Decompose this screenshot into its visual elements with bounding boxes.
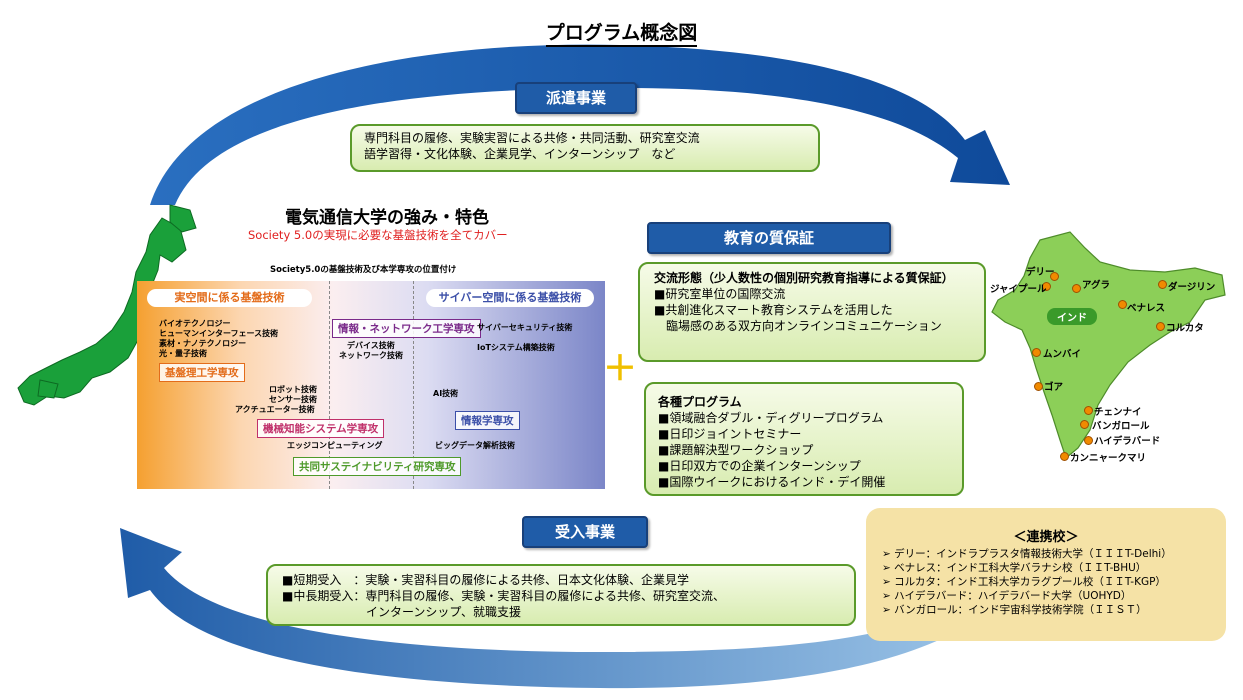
- positioning-chart: 実空間に係る基盤技術 サイバー空間に係る基盤技術 バイオテクノロジー ヒューマン…: [137, 281, 605, 489]
- acceptance-line: ■中長期受入：専門科目の履修、実験・実習科目の履修による共修、研究室交流、: [282, 589, 725, 603]
- chennai-marker: [1084, 406, 1093, 415]
- quality-label: 教育の質保証: [647, 222, 891, 254]
- partner-item: ➢ コルカタ：インド工科大学カラグプール校（ＩＩT-KGP）: [882, 576, 1166, 588]
- dispatch-box: 専門科目の履修、実験実習による共修・共同活動、研究室交流 語学習得・文化体験、企…: [350, 124, 820, 172]
- city-kolkata: コルカタ: [1166, 323, 1204, 334]
- dispatch-line: 語学習得・文化体験、企業見学、インターンシップ など: [364, 147, 676, 161]
- darjeeling-marker: [1158, 280, 1167, 289]
- tech-sensor: センサー技術: [269, 395, 317, 404]
- plus-icon: ＋: [603, 349, 637, 389]
- dispatch-line: 専門科目の履修、実験実習による共修・共同活動、研究室交流: [364, 131, 700, 145]
- tech-actuator: アクチュエーター技術: [235, 405, 315, 414]
- bangalore-marker: [1080, 420, 1089, 429]
- exchange-title: 交流形態（少人数性の個別研究教育指導による質保証）: [654, 271, 954, 285]
- major-mechanical: 機械知能システム学専攻: [257, 419, 385, 438]
- exchange-line: ■研究室単位の国際交流: [654, 287, 786, 301]
- bullet-icon: ➢: [882, 604, 891, 616]
- city-darjeeling: ダージリン: [1168, 282, 1216, 293]
- bullet-icon: ➢: [882, 562, 891, 574]
- dispatch-arrow: [150, 44, 1010, 205]
- tech-bigdata: ビッグデータ解析技術: [435, 441, 515, 450]
- mumbai-marker: [1032, 348, 1041, 357]
- partner-title: ＜連携校＞: [1013, 530, 1079, 545]
- city-kanyakumari: カンニャークマリ: [1070, 453, 1147, 464]
- dispatch-label: 派遣事業: [515, 82, 637, 114]
- exchange-line: 臨場感のある双方向オンラインコミュニケーション: [654, 319, 942, 333]
- city-varanasi: ベナレス: [1127, 303, 1166, 314]
- major-info-network: 情報・ネットワーク工学専攻: [332, 319, 481, 338]
- partner-item: ➢ ベナレス：インド工科大学バラナシ校（ＩＩT-BHU）: [882, 562, 1147, 574]
- program-item: ■国際ウイークにおけるインド・デイ開催: [658, 475, 886, 489]
- major-sustainability: 共同サステイナビリティ研究専攻: [293, 457, 462, 476]
- partner-item: ➢ ハイデラバード：ハイデラバード大学（UOHYD）: [882, 590, 1132, 602]
- exchange-box: 交流形態（少人数性の個別研究教育指導による質保証） ■研究室単位の国際交流 ■共…: [638, 262, 986, 362]
- tech-ai: AI技術: [433, 389, 459, 398]
- india-label: インド: [1047, 308, 1097, 325]
- page-title: プログラム概念図: [0, 18, 1243, 47]
- jaipur-marker: [1042, 282, 1051, 291]
- program-item: ■課題解決型ワークショップ: [658, 443, 814, 457]
- tech-cyber: サイバーセキュリティ技術: [477, 323, 573, 332]
- strengths-subtitle: Society 5.0の実現に必要な基盤技術を全てカバー: [248, 228, 508, 242]
- kanyakumari-marker: [1060, 452, 1069, 461]
- japan-map: [17, 217, 187, 406]
- major-informatics: 情報学専攻: [455, 411, 520, 430]
- partner-item: ➢ バンガロール：インド宇宙科学技術学院（ＩＩＳＴ）: [882, 604, 1147, 616]
- bullet-icon: ➢: [882, 590, 891, 602]
- acceptance-line: ■短期受入 ：実験・実習科目の履修による共修、日本文化体験、企業見学: [282, 573, 689, 587]
- city-hyderabad: ハイデラバード: [1094, 436, 1161, 447]
- exchange-line: ■共創進化スマート教育システムを活用した: [654, 303, 893, 317]
- city-jaipur: ジャイプール: [990, 284, 1047, 295]
- kolkata-marker: [1156, 322, 1165, 331]
- partner-item: ➢ デリー：インドラプラスタ情報技術大学（ＩＩＩT-Delhi）: [882, 548, 1172, 560]
- agra-marker: [1072, 284, 1081, 293]
- tech-robot: ロボット技術: [269, 385, 317, 394]
- program-item: ■日印ジョイントセミナー: [658, 427, 802, 441]
- tech-device: デバイス技術: [347, 341, 395, 350]
- real-space-label: 実空間に係る基盤技術: [147, 289, 312, 307]
- tech-iot: IoTシステム構築技術: [477, 343, 555, 352]
- city-chennai: チェンナイ: [1094, 407, 1142, 418]
- city-delhi: デリー: [1026, 267, 1055, 278]
- programs-title: 各種プログラム: [658, 395, 742, 409]
- program-item: ■日印双方での企業インターンシップ: [658, 459, 861, 473]
- acceptance-arrow: [120, 528, 1000, 689]
- acceptance-box: ■短期受入 ：実験・実習科目の履修による共修、日本文化体験、企業見学 ■中長期受…: [266, 564, 856, 626]
- acceptance-label: 受入事業: [522, 516, 648, 548]
- chart-caption: Society5.0の基盤技術及び本学専攻の位置付け: [270, 265, 457, 275]
- tech-material: 素材・ナノテクノロジー: [159, 339, 247, 348]
- tech-network: ネットワーク技術: [339, 351, 403, 360]
- bullet-icon: ➢: [882, 576, 891, 588]
- goa-marker: [1034, 382, 1043, 391]
- program-item: ■領域融合ダブル・ディグリープログラム: [658, 411, 884, 425]
- cyber-space-label: サイバー空間に係る基盤技術: [426, 289, 594, 307]
- tech-bio: バイオテクノロジー: [159, 319, 231, 328]
- city-bangalore: バンガロール: [1092, 421, 1150, 432]
- city-agra: アグラ: [1082, 280, 1111, 291]
- city-mumbai: ムンバイ: [1043, 349, 1082, 360]
- partner-schools-box: ＜連携校＞ ➢ デリー：インドラプラスタ情報技術大学（ＩＩＩT-Delhi） ➢…: [866, 508, 1226, 641]
- delhi-marker: [1050, 272, 1059, 281]
- bullet-icon: ➢: [882, 548, 891, 560]
- strengths-title: 電気通信大学の強み・特色: [285, 208, 489, 228]
- hyderabad-marker: [1084, 436, 1093, 445]
- tech-edge: エッジコンピューティング: [287, 441, 383, 450]
- programs-box: 各種プログラム ■領域融合ダブル・ディグリープログラム ■日印ジョイントセミナー…: [644, 382, 964, 496]
- major-fundamental: 基盤理工学専攻: [159, 363, 245, 382]
- city-goa: ゴア: [1044, 382, 1064, 393]
- tech-hif: ヒューマンインターフェース技術: [159, 329, 279, 338]
- tech-optical: 光・量子技術: [159, 349, 207, 358]
- acceptance-line: インターンシップ、就職支援: [282, 605, 522, 619]
- varanasi-marker: [1118, 300, 1127, 309]
